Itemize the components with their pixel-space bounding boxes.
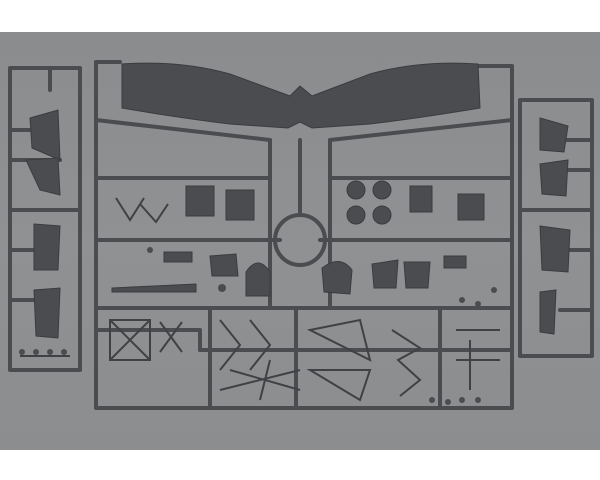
- sprue-photo: [0, 32, 600, 450]
- sprue-frame: [8, 60, 594, 410]
